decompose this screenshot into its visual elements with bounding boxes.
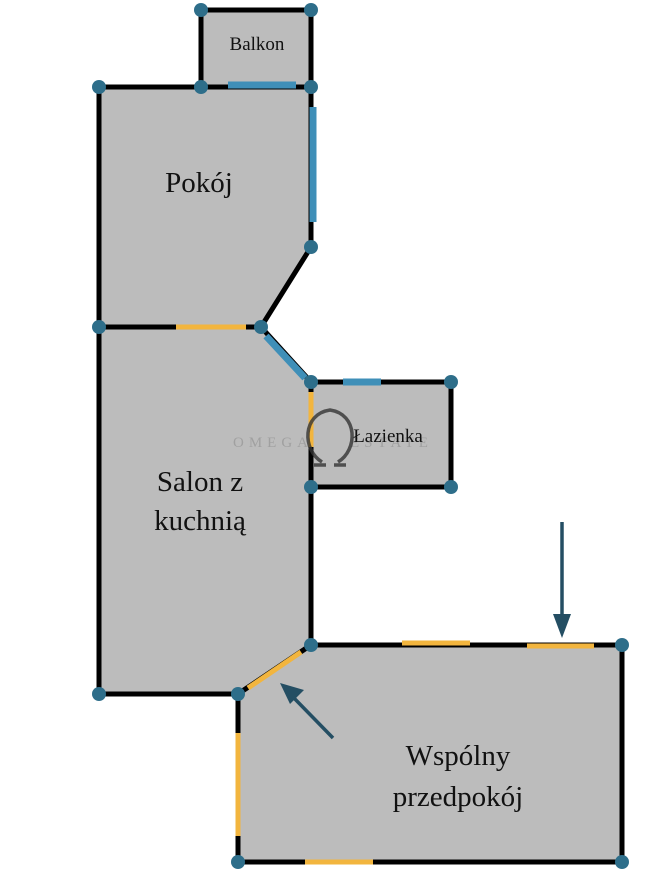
corner-nodes	[92, 3, 629, 869]
corner-node	[304, 480, 318, 494]
corner-node	[615, 638, 629, 652]
entrance-arrow-diagonal	[280, 683, 335, 740]
corner-node	[92, 687, 106, 701]
label-przedpokoj-line2: przedpokój	[393, 781, 523, 813]
label-lazienka: Łazienka	[353, 426, 423, 447]
corner-node	[304, 638, 318, 652]
corner-node	[304, 80, 318, 94]
label-pokoj: Pokój	[165, 167, 233, 199]
corner-node	[194, 3, 208, 17]
label-salon-line2: kuchnią	[154, 505, 247, 537]
corner-node	[304, 240, 318, 254]
entrance-arrow-down	[553, 522, 571, 638]
corner-node	[254, 320, 268, 334]
watermark: OMEGA ESTATE	[233, 408, 433, 467]
window-salon-diagonal	[263, 333, 308, 381]
corner-node	[92, 80, 106, 94]
room-pokoj	[96, 84, 314, 330]
corner-node	[231, 855, 245, 869]
door-salon-przedpokoj	[246, 649, 303, 691]
watermark-text-left: OMEGA	[233, 435, 313, 451]
label-salon-line1: Salon z	[157, 466, 243, 498]
corner-node	[615, 855, 629, 869]
corner-node	[444, 375, 458, 389]
watermark-text-right: ESTATE	[350, 435, 433, 451]
corner-node	[444, 480, 458, 494]
omega-logo-icon	[306, 408, 354, 467]
label-przedpokoj-line1: Wspólny	[406, 740, 511, 772]
corner-node	[304, 3, 318, 17]
corner-node	[304, 375, 318, 389]
corner-node	[92, 320, 106, 334]
label-balkon: Balkon	[230, 34, 285, 55]
corner-node	[231, 687, 245, 701]
corner-node	[194, 80, 208, 94]
